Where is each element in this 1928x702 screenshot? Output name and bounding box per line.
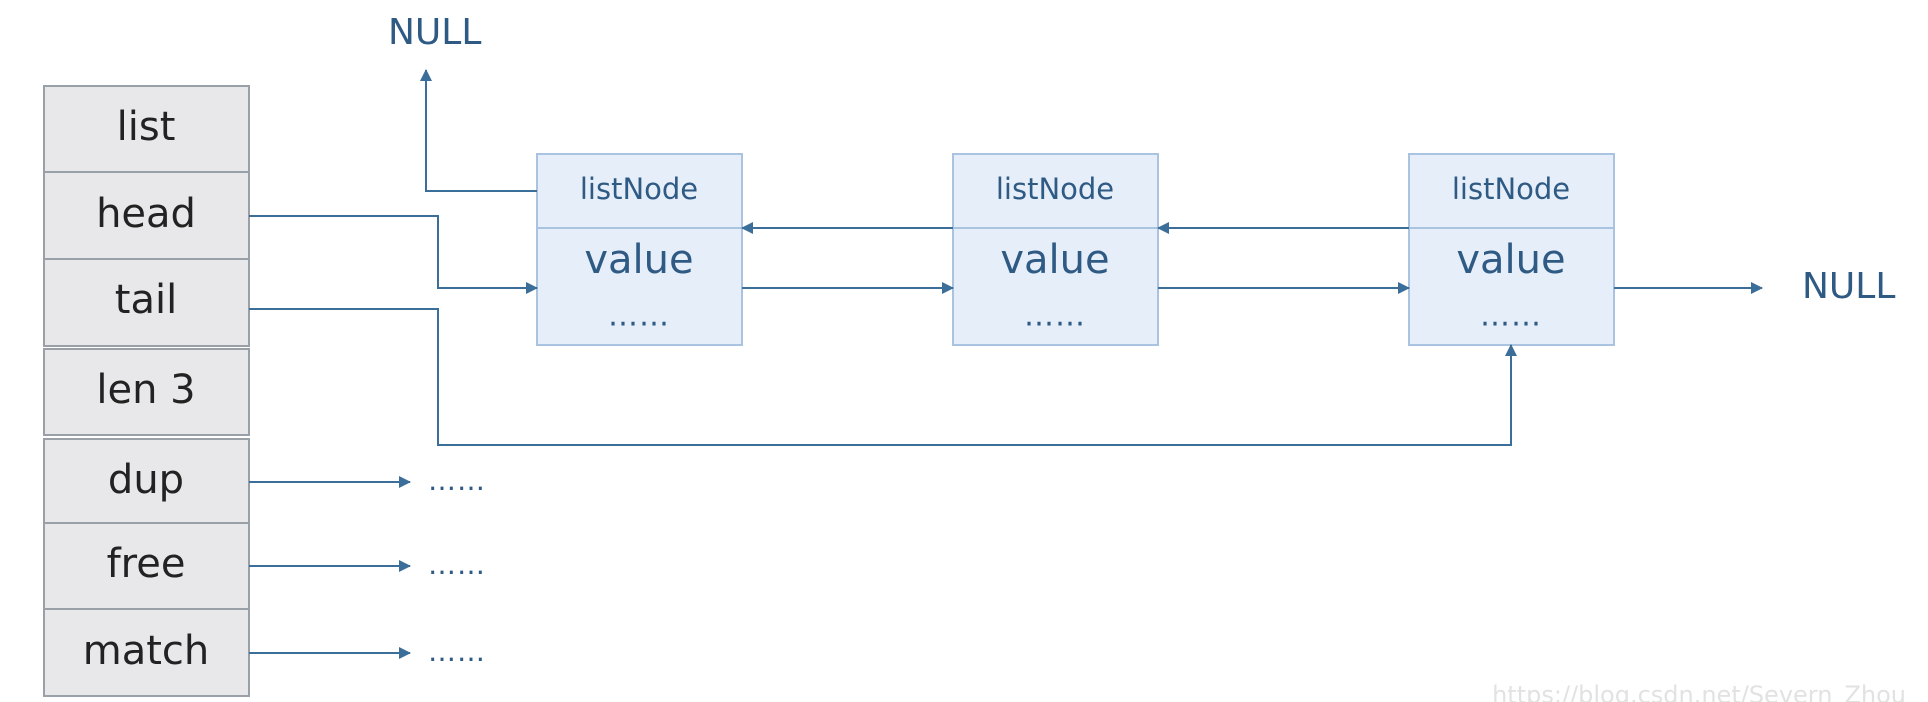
- head-cell: [43, 171, 250, 260]
- list-node-2-value: value: [1000, 237, 1109, 283]
- free-label: free: [107, 541, 186, 587]
- match-label: match: [83, 628, 210, 674]
- node1-prev-null-arrow: [420, 69, 537, 192]
- free-target-ellipsis: ……: [428, 548, 486, 581]
- list-node-1-title: listNode: [580, 172, 698, 206]
- list-node-2: listNode value ……: [952, 153, 1159, 346]
- tail-pointer-arrow: [249, 308, 1517, 446]
- list-node-3-more: ……: [1480, 299, 1542, 334]
- null-top-label: NULL: [388, 12, 481, 53]
- tail-cell: [43, 258, 250, 347]
- tail-label: tail: [115, 277, 177, 323]
- list-node-1-more: ……: [608, 299, 670, 334]
- len-cell: [43, 348, 250, 436]
- head-pointer-arrow: [249, 215, 538, 294]
- list-struct: list head tail len 3 dup free match: [43, 85, 250, 697]
- list-node-2-more: ……: [1024, 299, 1086, 334]
- list-node-2-value-box: [952, 227, 1159, 346]
- list-title-cell: [43, 85, 250, 173]
- list-title-label: list: [117, 104, 176, 150]
- dup-label: dup: [108, 457, 184, 503]
- len-label: len 3: [96, 367, 195, 413]
- list-node-3-value-box: [1408, 227, 1615, 346]
- head-label: head: [96, 191, 196, 237]
- list-node-2-title-box: [952, 153, 1159, 229]
- match-cell: [43, 608, 250, 697]
- list-node-3: listNode value ……: [1408, 153, 1615, 346]
- null-right-label: NULL: [1802, 266, 1895, 307]
- free-cell: [43, 522, 250, 610]
- list-node-3-value: value: [1456, 237, 1565, 283]
- watermark-text: https://blog.csdn.net/Severn_Zhou: [1492, 681, 1906, 702]
- list-node-3-title: listNode: [1452, 172, 1570, 206]
- list-node-1-value: value: [584, 237, 693, 283]
- dup-target-ellipsis: ……: [428, 464, 486, 497]
- list-node-3-title-box: [1408, 153, 1615, 229]
- match-target-ellipsis: ……: [428, 635, 486, 668]
- list-node-1: listNode value ……: [536, 153, 743, 346]
- list-node-2-title: listNode: [996, 172, 1114, 206]
